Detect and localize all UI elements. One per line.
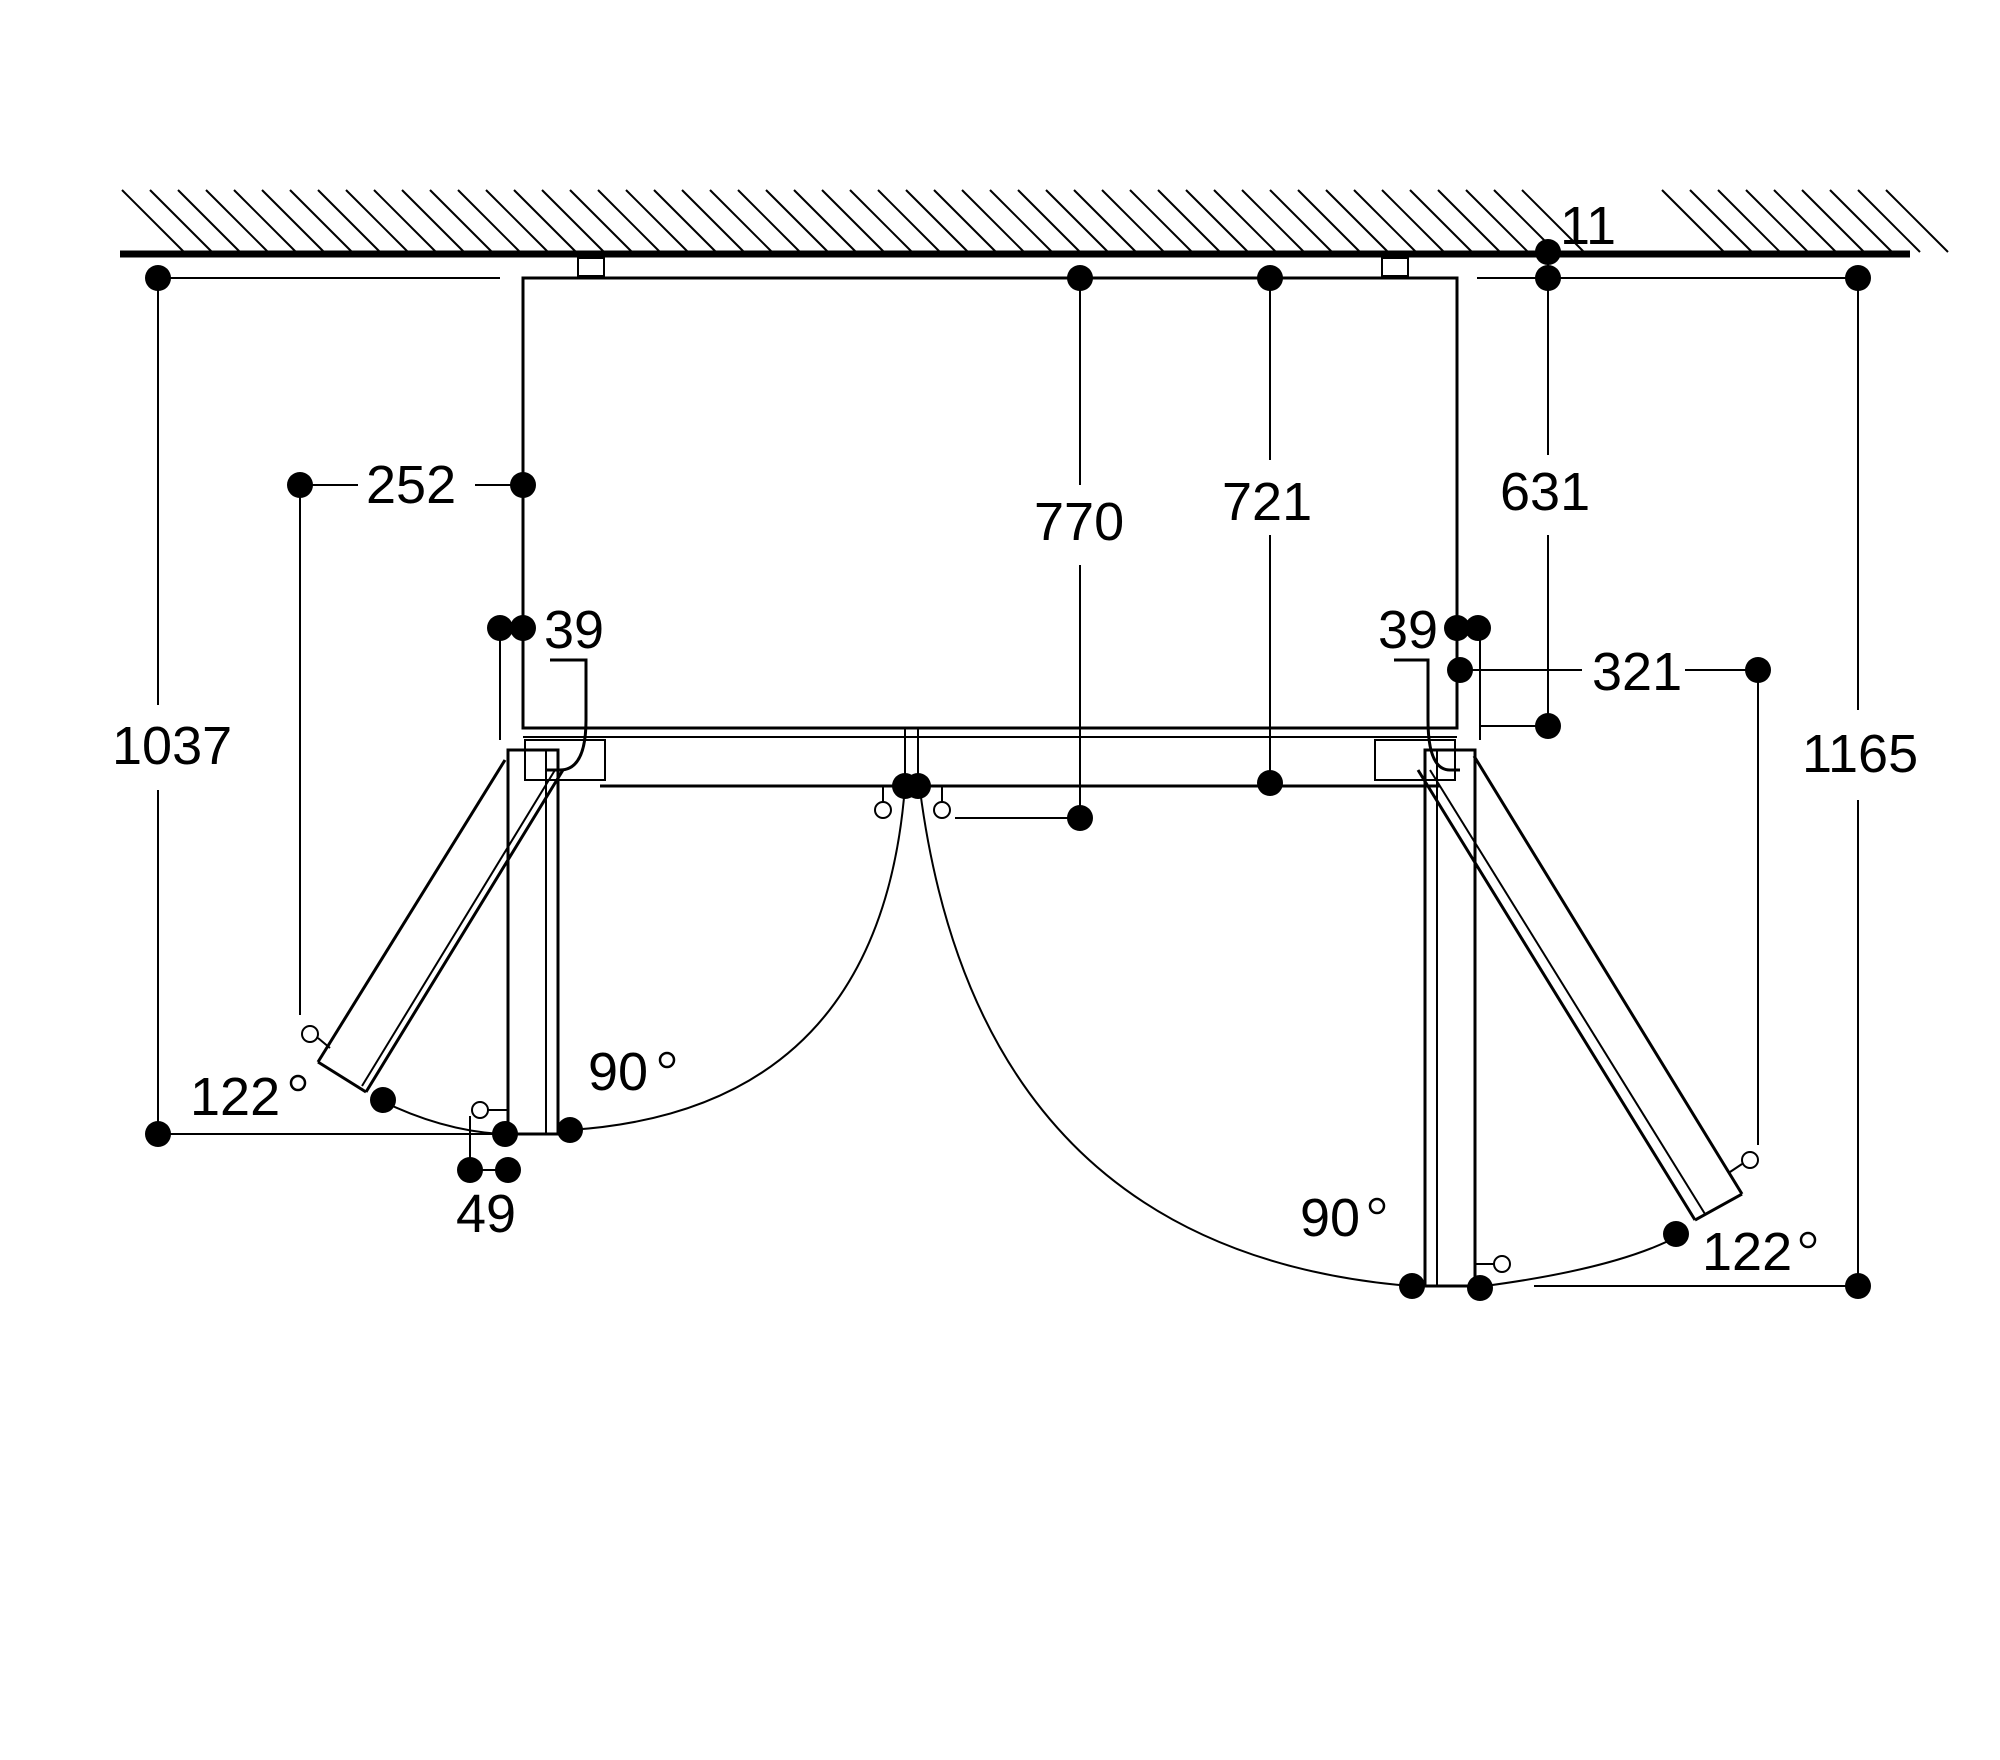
angle-left-90: 90 [588,1042,648,1102]
hatch-line [1185,189,1249,253]
handle-left [545,658,588,772]
hatch-line [373,189,437,253]
angle-left-122: 122 [190,1067,280,1127]
angle-right-90: 90 [1300,1188,1360,1248]
hatch-line [793,189,857,253]
hatch-line [205,189,269,253]
door-band [523,726,1457,788]
appliance-body [521,276,1459,730]
hatch-line [1521,189,1585,253]
degree-icon [658,1051,676,1069]
swing-arc-right-90 [919,789,1411,1287]
hatch-line [821,189,885,253]
degree-icon [1368,1197,1386,1215]
hatch-line [457,189,521,253]
hatch-line [849,189,913,253]
label-770: 770 [1034,492,1124,552]
hatch-line [1073,189,1137,253]
hatch-line [1381,189,1445,253]
hatch-line [1661,189,1725,253]
hatch-line [1213,189,1277,253]
label-wall-gap: 11 [1560,196,1616,256]
hatch-line [541,189,605,253]
hatch-line [1857,189,1921,253]
swing-arc-left-90 [569,785,906,1131]
label-252: 252 [366,455,456,515]
hatch-line [345,189,409,253]
label-39-left: 39 [544,600,604,660]
hatch-line [1885,189,1949,253]
hatch-line [1745,189,1809,253]
hatch-line [289,189,353,253]
hatch-line [681,189,745,253]
hatch-line [1101,189,1165,253]
hatch-line [737,189,801,253]
hatch-line [1017,189,1081,253]
hatch-line [317,189,381,253]
hatch-line [597,189,661,253]
hatch-line [149,189,213,253]
left-door-122 [316,759,565,1094]
wall-hatching [121,189,1949,253]
hatch-line [877,189,941,253]
label-631: 631 [1500,462,1590,522]
hatch-line [177,189,241,253]
wall-spacer-left [577,257,605,277]
hatch-line [989,189,1053,253]
hatch-line [261,189,325,253]
angle-right-122: 122 [1702,1222,1792,1282]
hatch-line [1829,189,1893,253]
hatch-line [1241,189,1305,253]
right-door-90 [1423,748,1477,1288]
hatch-line [1353,189,1417,253]
label-49: 49 [456,1184,516,1244]
hatch-line [905,189,969,253]
hatch-line [485,189,549,253]
hatch-line [1297,189,1361,253]
label-1165: 1165 [1802,724,1918,784]
label-39-right: 39 [1378,600,1438,660]
swing-arc-right-122 [1484,1234,1681,1287]
hatch-line [1801,189,1865,253]
wall-spacer-right [1381,257,1409,277]
hatch-line [961,189,1025,253]
degree-icon [289,1074,307,1092]
dimension-dots [145,239,1871,1301]
hatch-line [1325,189,1389,253]
label-321: 321 [1592,642,1682,702]
hatch-line [653,189,717,253]
hatch-line [765,189,829,253]
hatch-line [121,189,185,253]
hatch-line [569,189,633,253]
label-721: 721 [1222,472,1312,532]
degree-icon [1799,1231,1817,1249]
left-door-90 [506,748,560,1136]
hatch-line [1045,189,1109,253]
hatch-line [709,189,773,253]
label-1037: 1037 [112,716,232,776]
hatch-line [513,189,577,253]
dimension-lines [157,254,1859,1287]
hatch-line [1717,189,1781,253]
hatch-line [1409,189,1473,253]
hatch-line [1437,189,1501,253]
hatch-line [1157,189,1221,253]
hinge-pins [301,786,1759,1273]
hatch-line [1773,189,1837,253]
hatch-line [1129,189,1193,253]
hatch-line [1465,189,1529,253]
hatch-line [401,189,465,253]
hatch-line [233,189,297,253]
hatch-line [1689,189,1753,253]
hatch-line [625,189,689,253]
hatch-line [933,189,997,253]
handle-right [1394,658,1460,772]
right-door-122 [1416,755,1744,1222]
hatch-line [1269,189,1333,253]
hatch-line [429,189,493,253]
